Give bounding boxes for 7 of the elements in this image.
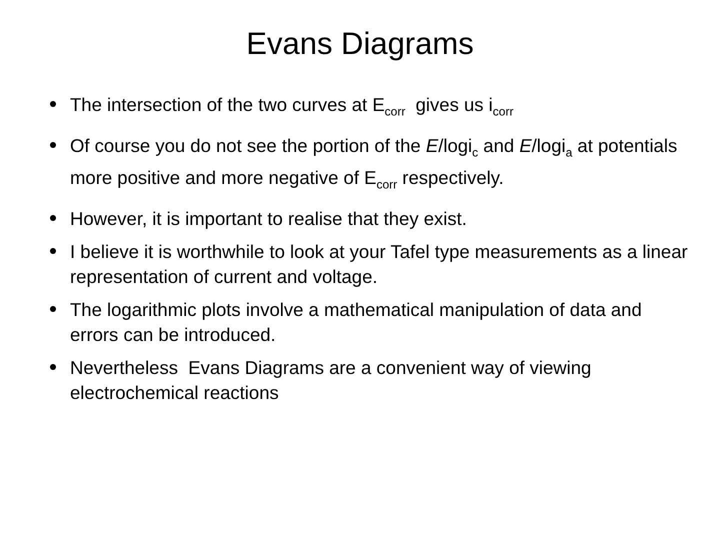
bullet-text: I believe it is worthwhile to look at your Tafel type measurements as a linear representation of current and voltage. [70,240,688,290]
bullet-text: Nevertheless Evans Diagrams are a convenient way of viewing electrochemical reactions [70,356,592,406]
bullet-text: However, it is important to realise that they exist. [70,207,468,232]
bullet-text: The intersection of the two curves at E$_{corr}$ gives us i$_{corr}$ [70,93,514,121]
bullet-text: The logarithmic plots involve a mathematical manipulation of data and errors can be introduced. [70,298,643,348]
slide-title: Evans Diagrams [246,26,474,62]
bullet-text: Of course you do not see the portion of the E/logi$_{c}$ and E/logi$_{a}$ at potentials more positive and more negative of E$_{corr}$ respectively. [70,134,678,194]
